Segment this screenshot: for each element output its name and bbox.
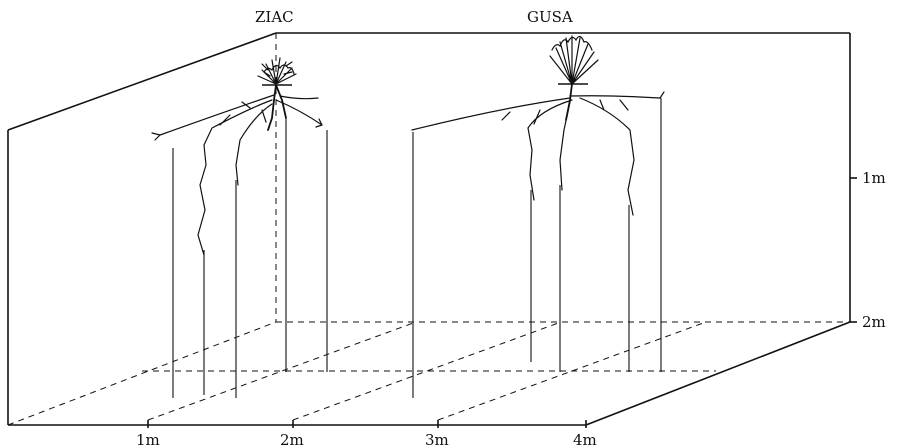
plant-ziac	[151, 57, 328, 398]
floor-grid	[7, 321, 716, 426]
depth-label-1m: 1m	[862, 169, 886, 187]
gusa-roots	[411, 83, 665, 216]
gusa-shrub	[549, 35, 599, 85]
axis-ticks	[147, 177, 857, 428]
distance-label-3m: 3m	[425, 431, 449, 448]
plant-gusa	[411, 35, 665, 398]
gusa-root-drops	[412, 98, 662, 398]
ziac-shrub	[257, 57, 297, 86]
box-frame	[7, 32, 851, 426]
plant-label-ziac: ZIAC	[255, 8, 294, 26]
distance-label-2m: 2m	[280, 431, 304, 448]
ziac-roots	[151, 84, 323, 256]
distance-label-4m: 4m	[573, 431, 597, 448]
plant-label-gusa: GUSA	[527, 8, 573, 26]
distance-label-1m: 1m	[136, 431, 160, 448]
depth-label-2m: 2m	[862, 313, 886, 331]
ziac-root-drops	[172, 118, 328, 398]
